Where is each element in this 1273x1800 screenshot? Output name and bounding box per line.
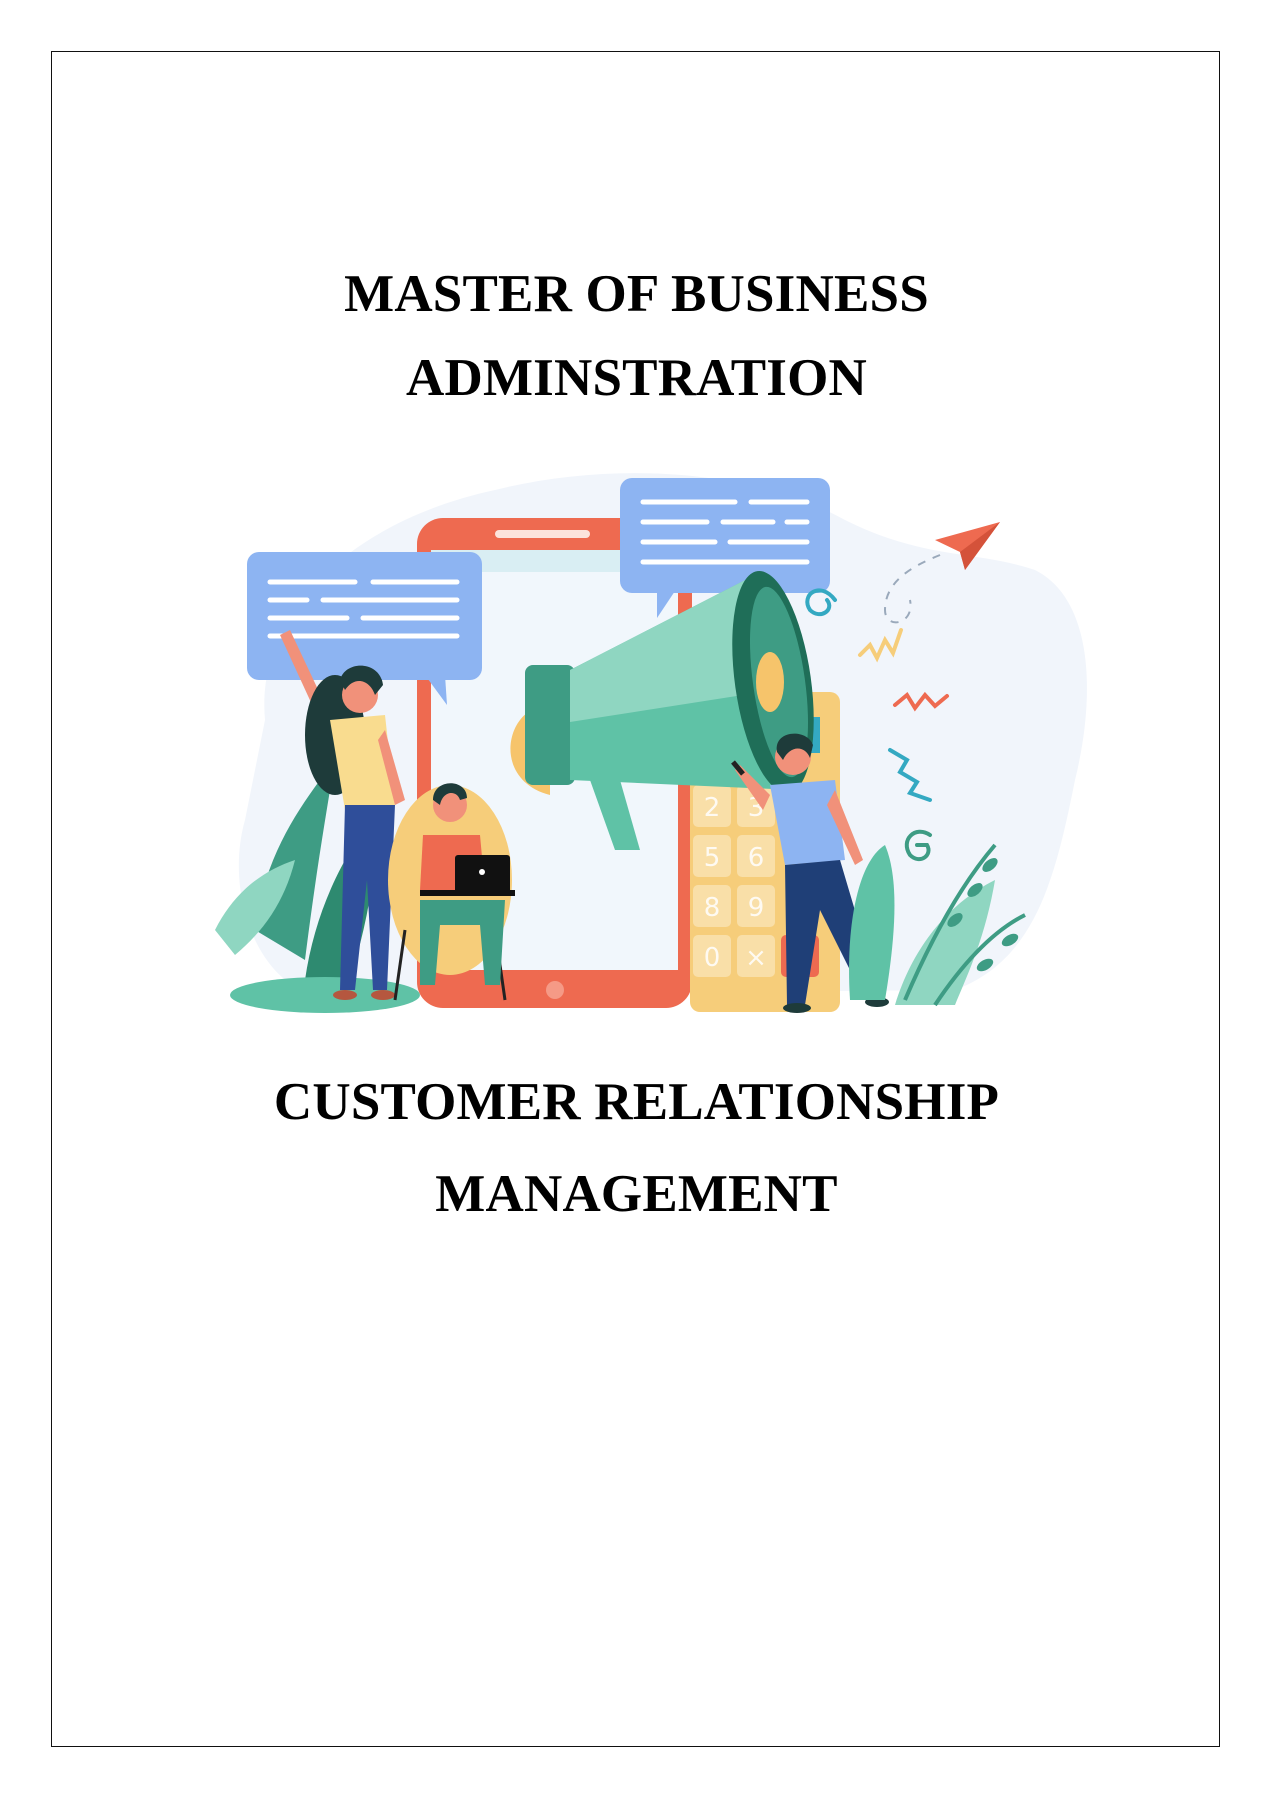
subject-title-line-1: CUSTOMER RELATIONSHIP (273, 1073, 1000, 1131)
woman-waving-icon (280, 630, 405, 1000)
svg-text:2: 2 (704, 793, 721, 823)
svg-text:8: 8 (704, 893, 721, 923)
plant-right-icon (849, 843, 1026, 1007)
squiggle-decorations-icon (805, 588, 949, 862)
svg-text:6: 6 (748, 843, 765, 873)
page-border (51, 51, 1220, 1747)
speech-bubble-right-icon (620, 478, 830, 618)
subject-title-line-2: MANAGEMENT (435, 1165, 838, 1223)
man-with-laptop-icon (388, 783, 515, 1001)
degree-title-line-1: MASTER OF BUSINESS (344, 265, 929, 323)
svg-text:5: 5 (704, 843, 721, 873)
svg-text:0: 0 (704, 943, 721, 973)
speech-bubble-left-icon (247, 552, 482, 705)
megaphone-icon (510, 570, 814, 850)
paper-plane-icon (883, 522, 1000, 624)
svg-text:9: 9 (748, 893, 765, 923)
degree-title-line-2: ADMINSTRATION (406, 349, 867, 407)
svg-text:×: × (745, 943, 767, 973)
